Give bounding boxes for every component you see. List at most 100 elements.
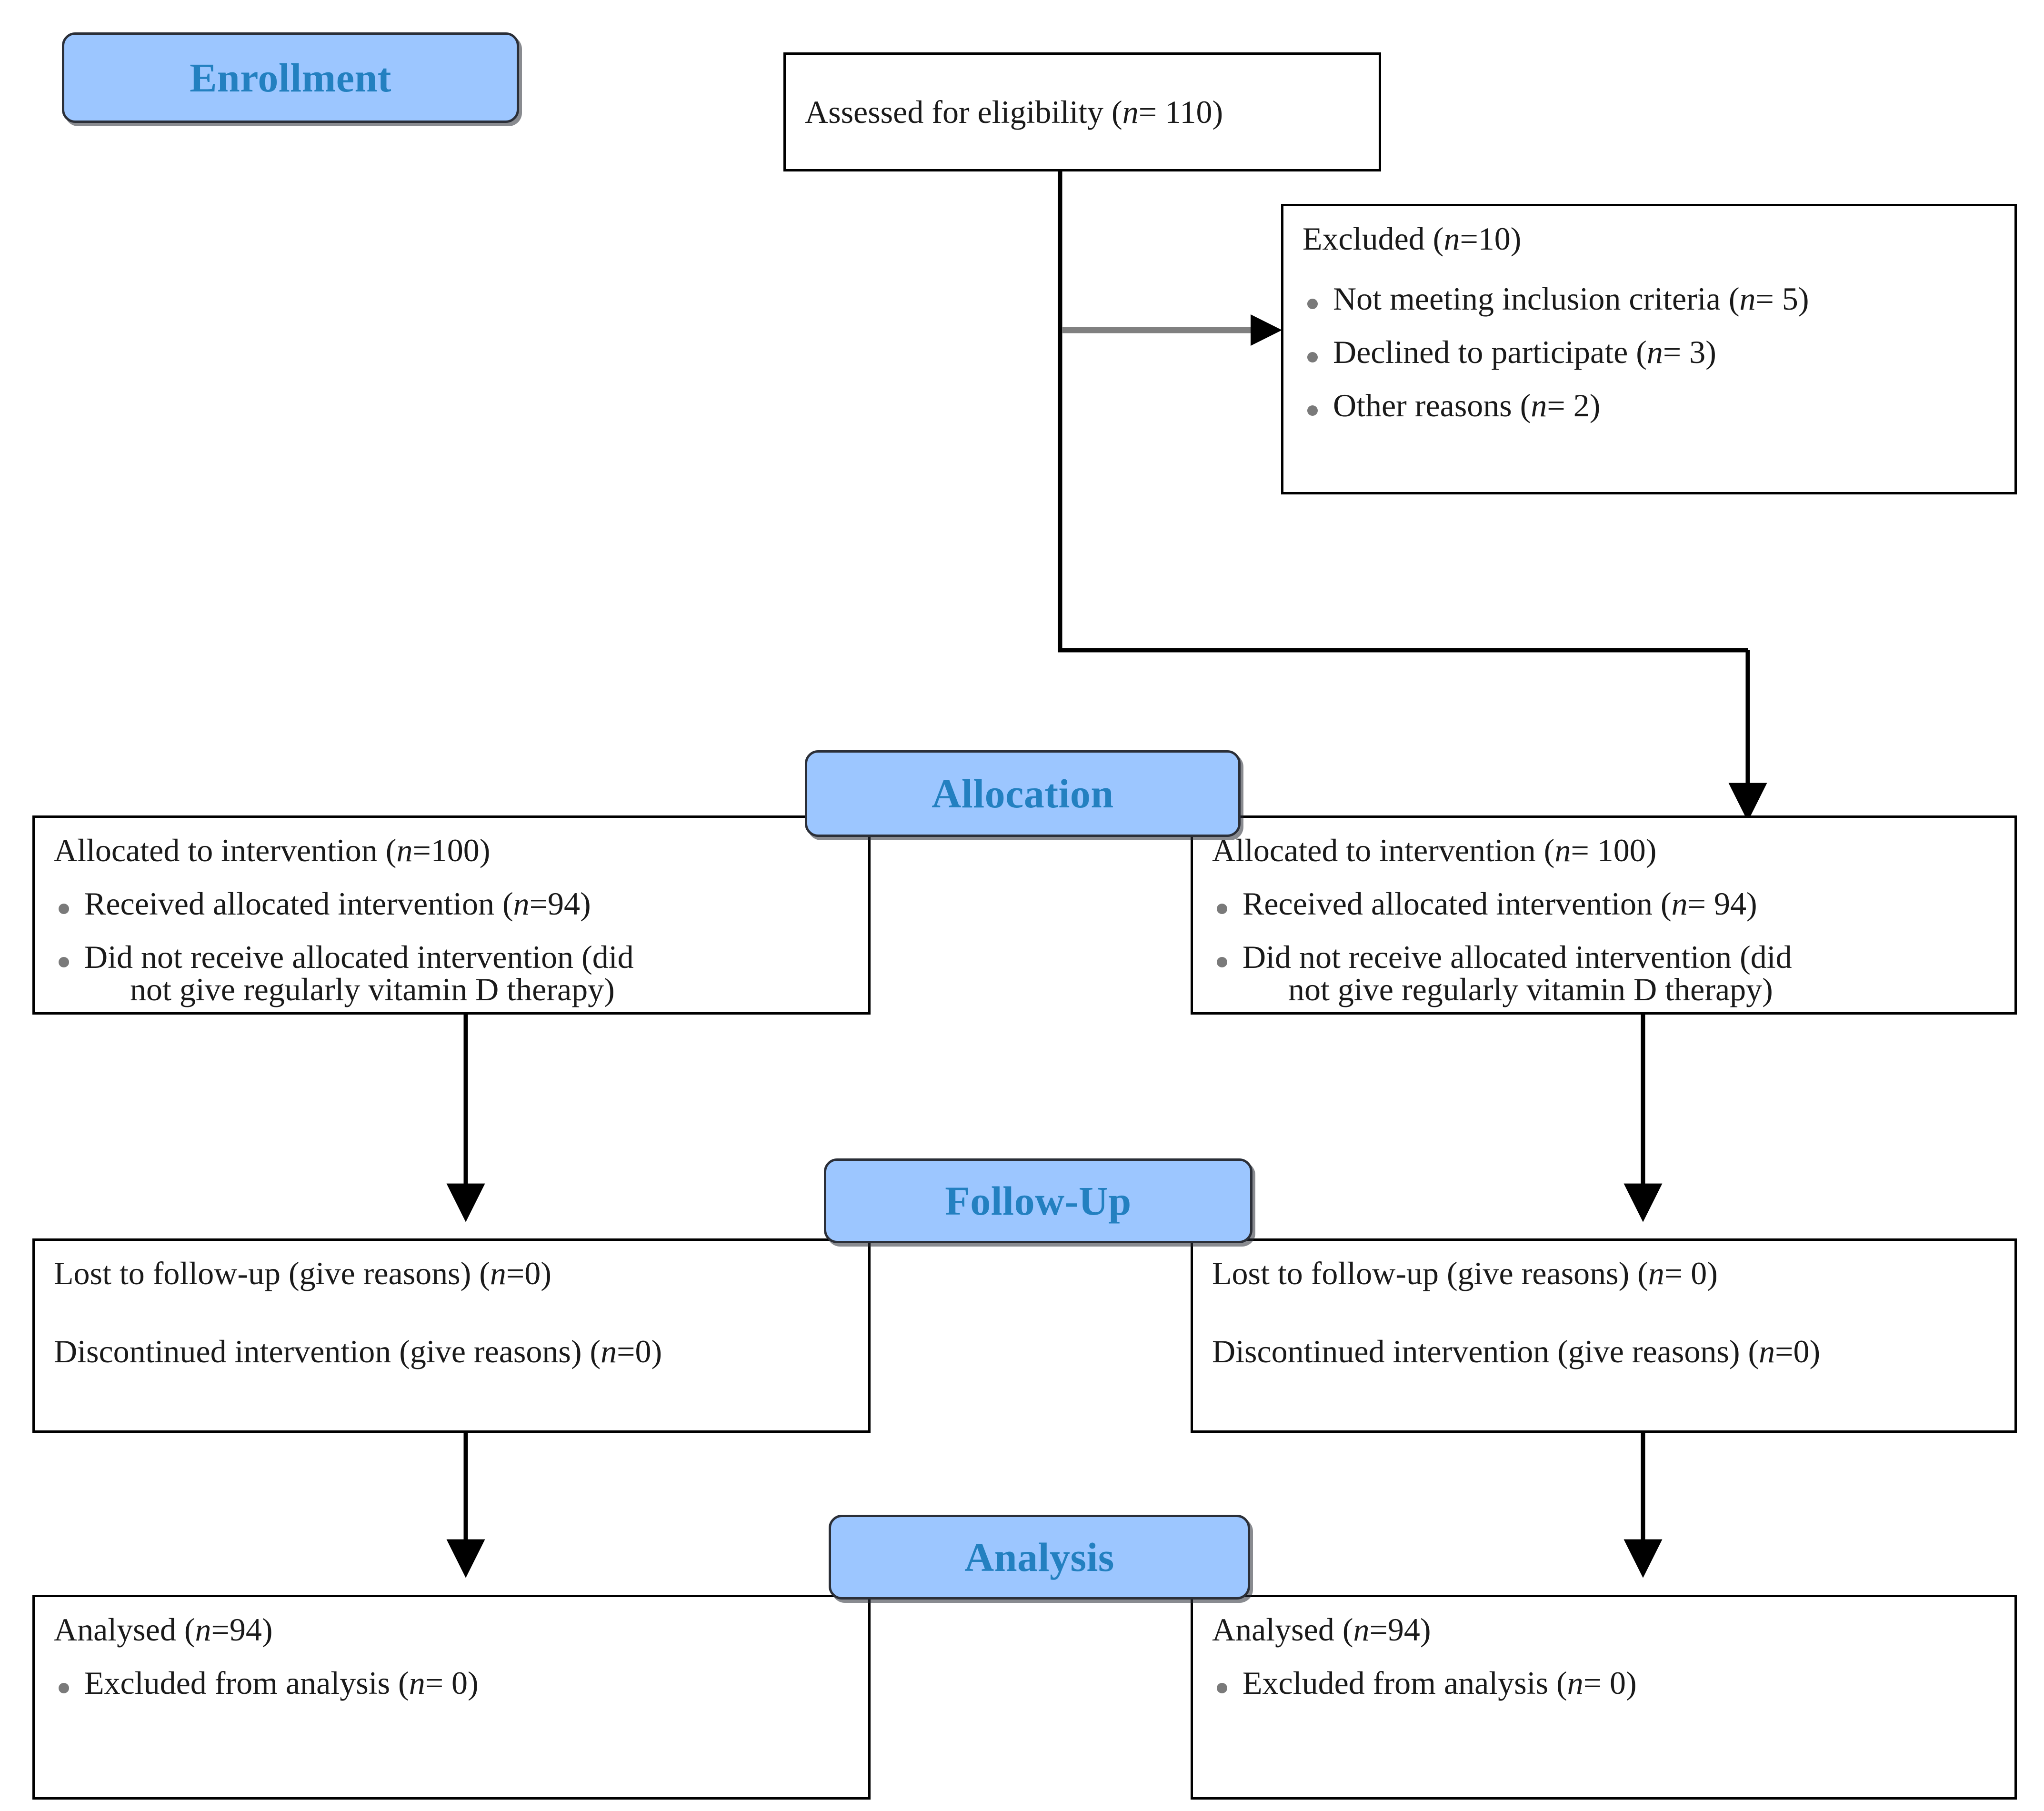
allocation-right-heading-prefix: Allocated to intervention ( <box>1212 832 1555 868</box>
excluded-heading: Excluded (n=10) <box>1303 222 1995 255</box>
allocation-left-item-prefix: Did not receive allocated intervention (… <box>84 939 634 975</box>
allocation-right-item-suffix: = 94) <box>1687 885 1757 922</box>
list-item: Excluded from analysis (n= 0) <box>1212 1667 1995 1699</box>
followup-right-disc-prefix: Discontinued intervention (give reasons)… <box>1212 1333 1759 1369</box>
excluded-reason-prefix: Not meeting inclusion criteria ( <box>1333 281 1740 317</box>
stage-badge-enrollment: Enrollment <box>62 32 519 123</box>
analysis-right-excluded-text: Excluded from analysis (n= 0) <box>1242 1667 1995 1699</box>
list-item: Did not receive allocated intervention (… <box>1212 941 1995 1006</box>
box-followup-left: Lost to follow-up (give reasons) (n=0) D… <box>32 1238 871 1433</box>
bullet-icon <box>59 904 69 914</box>
bullet-icon <box>1217 904 1227 914</box>
followup-right-disc-n-symbol: n <box>1759 1333 1775 1369</box>
analysis-right-heading: Analysed (n=94) <box>1212 1613 1995 1646</box>
excluded-reason-prefix: Other reasons ( <box>1333 387 1531 423</box>
analysis-right-list: Excluded from analysis (n= 0) <box>1212 1667 1995 1699</box>
analysis-right-excluded-prefix: Excluded from analysis ( <box>1242 1665 1567 1701</box>
list-item: Not meeting inclusion criteria (n= 5) <box>1303 282 1995 315</box>
bullet-icon <box>59 1683 69 1693</box>
assessed-text-suffix: = 110) <box>1138 94 1223 130</box>
analysis-right-excluded-suffix: = 0) <box>1583 1665 1637 1701</box>
allocation-left-heading: Allocated to intervention (n=100) <box>54 834 849 866</box>
list-item: Other reasons (n= 2) <box>1303 389 1995 422</box>
excluded-reason-n-symbol: n <box>1646 334 1663 370</box>
list-item: Did not receive allocated intervention (… <box>54 941 849 1006</box>
excluded-reason-text: Not meeting inclusion criteria (n= 5) <box>1333 282 1995 315</box>
followup-right-disc-suffix: =0) <box>1775 1333 1821 1369</box>
followup-left-lost-prefix: Lost to follow-up (give reasons) ( <box>54 1255 490 1291</box>
bullet-icon <box>1307 299 1318 309</box>
followup-right-lost: Lost to follow-up (give reasons) (n= 0) <box>1212 1257 1995 1289</box>
bullet-icon <box>1307 352 1318 362</box>
allocation-right-item-prefix: Received allocated intervention ( <box>1242 885 1672 922</box>
list-item: Received allocated intervention (n=94) <box>54 887 849 920</box>
analysis-left-list: Excluded from analysis (n= 0) <box>54 1667 849 1699</box>
allocation-right-item-n-symbol: n <box>1671 885 1688 922</box>
excluded-reason-text: Other reasons (n= 2) <box>1333 389 1995 422</box>
box-assessed-for-eligibility: Assessed for eligibility (n= 110) <box>783 52 1381 171</box>
stage-badge-allocation-label: Allocation <box>932 771 1114 816</box>
analysis-left-excluded-text: Excluded from analysis (n= 0) <box>84 1667 849 1699</box>
followup-left-discontinued: Discontinued intervention (give reasons)… <box>54 1335 849 1368</box>
analysis-left-excluded-suffix: = 0) <box>425 1665 479 1701</box>
allocation-right-item-continuation: not give regularly vitamin D therapy) <box>1288 971 1773 1007</box>
analysis-right-heading-suffix: =94) <box>1369 1611 1431 1648</box>
excluded-reason-suffix: = 3) <box>1663 334 1716 370</box>
allocation-right-heading: Allocated to intervention (n= 100) <box>1212 834 1995 866</box>
excluded-reason-text: Declined to participate (n= 3) <box>1333 336 1995 368</box>
bullet-icon <box>1217 1683 1227 1693</box>
assessed-text: Assessed for eligibility (n= 110) <box>805 96 1223 128</box>
allocation-left-n-symbol: n <box>396 832 413 868</box>
analysis-left-excluded-prefix: Excluded from analysis ( <box>84 1665 409 1701</box>
allocation-left-item-continuation: not give regularly vitamin D therapy) <box>130 971 615 1007</box>
excluded-reason-prefix: Declined to participate ( <box>1333 334 1647 370</box>
analysis-right-n-symbol: n <box>1353 1611 1370 1648</box>
followup-left-disc-prefix: Discontinued intervention (give reasons)… <box>54 1333 601 1369</box>
assessed-text-prefix: Assessed for eligibility ( <box>805 94 1122 130</box>
followup-left-disc-n-symbol: n <box>601 1333 617 1369</box>
arrowhead-excluded <box>1251 314 1282 346</box>
allocation-right-item-text: Received allocated intervention (n= 94) <box>1242 887 1995 920</box>
stage-badge-followup: Follow-Up <box>824 1158 1252 1243</box>
excluded-heading-n-symbol: n <box>1443 221 1460 257</box>
followup-right-lost-prefix: Lost to follow-up (give reasons) ( <box>1212 1255 1648 1291</box>
allocation-left-heading-prefix: Allocated to intervention ( <box>54 832 397 868</box>
stage-badge-followup-label: Follow-Up <box>945 1178 1132 1224</box>
box-allocation-right: Allocated to intervention (n= 100) Recei… <box>1191 815 2017 1015</box>
allocation-left-item-text: Received allocated intervention (n=94) <box>84 887 849 920</box>
bullet-icon <box>1217 957 1227 967</box>
excluded-reason-suffix: = 2) <box>1547 387 1601 423</box>
allocation-left-item-text: Did not receive allocated intervention (… <box>84 941 849 1006</box>
analysis-left-heading-prefix: Analysed ( <box>54 1611 195 1648</box>
allocation-left-item-n-symbol: n <box>513 885 530 922</box>
allocation-left-list: Received allocated intervention (n=94) D… <box>54 887 849 1006</box>
followup-right-lost-n-symbol: n <box>1648 1255 1664 1291</box>
box-analysis-left: Analysed (n=94) Excluded from analysis (… <box>32 1595 871 1800</box>
stage-badge-analysis-label: Analysis <box>964 1534 1114 1580</box>
bullet-icon <box>59 957 69 967</box>
excluded-heading-suffix: =10) <box>1460 221 1522 257</box>
analysis-right-excluded-n-symbol: n <box>1567 1665 1583 1701</box>
assessed-n-symbol: n <box>1122 94 1139 130</box>
bullet-icon <box>1307 405 1318 416</box>
box-excluded: Excluded (n=10) Not meeting inclusion cr… <box>1281 204 2017 494</box>
followup-right-lost-suffix: = 0) <box>1664 1255 1718 1291</box>
stage-badge-enrollment-label: Enrollment <box>190 55 391 101</box>
allocation-right-list: Received allocated intervention (n= 94) … <box>1212 887 1995 1006</box>
stage-badge-allocation: Allocation <box>805 750 1241 837</box>
analysis-left-heading: Analysed (n=94) <box>54 1613 849 1646</box>
excluded-reason-list: Not meeting inclusion criteria (n= 5) De… <box>1303 282 1995 422</box>
allocation-left-item-suffix: =94) <box>529 885 591 922</box>
followup-left-disc-suffix: =0) <box>617 1333 662 1369</box>
allocation-left-item-prefix: Received allocated intervention ( <box>84 885 513 922</box>
allocation-right-item-prefix: Did not receive allocated intervention (… <box>1242 939 1792 975</box>
analysis-left-excluded-n-symbol: n <box>409 1665 425 1701</box>
allocation-left-heading-suffix: =100) <box>412 832 491 868</box>
box-followup-right: Lost to follow-up (give reasons) (n= 0) … <box>1191 1238 2017 1433</box>
followup-right-discontinued: Discontinued intervention (give reasons)… <box>1212 1335 1995 1368</box>
allocation-right-item-text: Did not receive allocated intervention (… <box>1242 941 1995 1006</box>
stage-badge-analysis: Analysis <box>829 1515 1250 1600</box>
followup-left-lost-n-symbol: n <box>490 1255 506 1291</box>
box-analysis-right: Analysed (n=94) Excluded from analysis (… <box>1191 1595 2017 1800</box>
